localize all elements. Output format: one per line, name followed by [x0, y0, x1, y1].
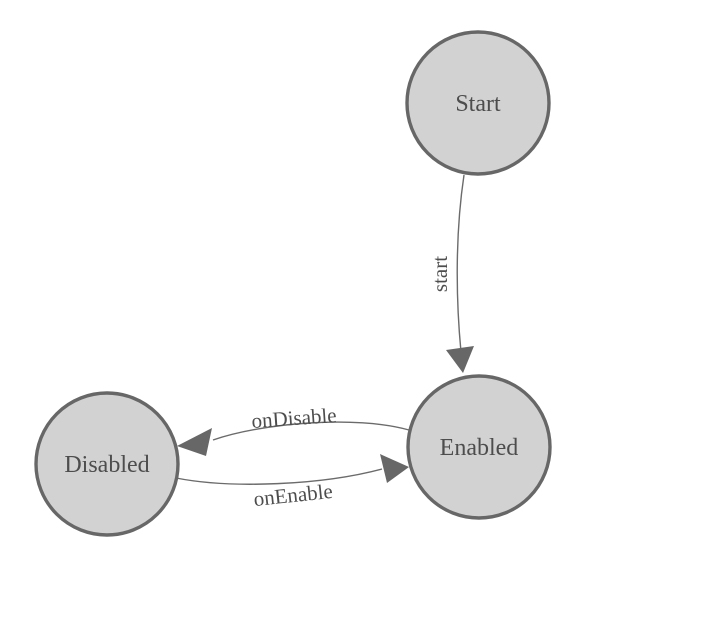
edge-ondisable-line: [212, 421, 410, 441]
edge-start: start: [428, 174, 474, 373]
node-disabled-circle: [34, 391, 180, 537]
edge-label-start: start: [428, 256, 452, 292]
edge-onenable-line: [175, 468, 383, 485]
node-start: Start: [405, 30, 551, 176]
node-disabled: Disabled: [34, 391, 180, 537]
node-start-label: Start: [455, 91, 501, 117]
arrowhead-disabled-to-enabled-icon: [380, 454, 409, 483]
node-enabled-circle: [406, 374, 552, 520]
node-enabled: Enabled: [406, 374, 552, 520]
arrowhead-enabled-to-disabled-icon: [177, 428, 212, 456]
edge-label-ondisable: onDisable: [251, 403, 338, 433]
arrowhead-start-to-enabled-icon: [446, 346, 474, 373]
edge-ondisable: onDisable: [177, 403, 410, 456]
node-disabled-label: Disabled: [64, 452, 149, 478]
node-enabled-label: Enabled: [440, 435, 519, 461]
edge-onenable: onEnable: [175, 454, 409, 511]
edge-start-line: [456, 174, 465, 353]
node-start-circle: [405, 30, 551, 176]
